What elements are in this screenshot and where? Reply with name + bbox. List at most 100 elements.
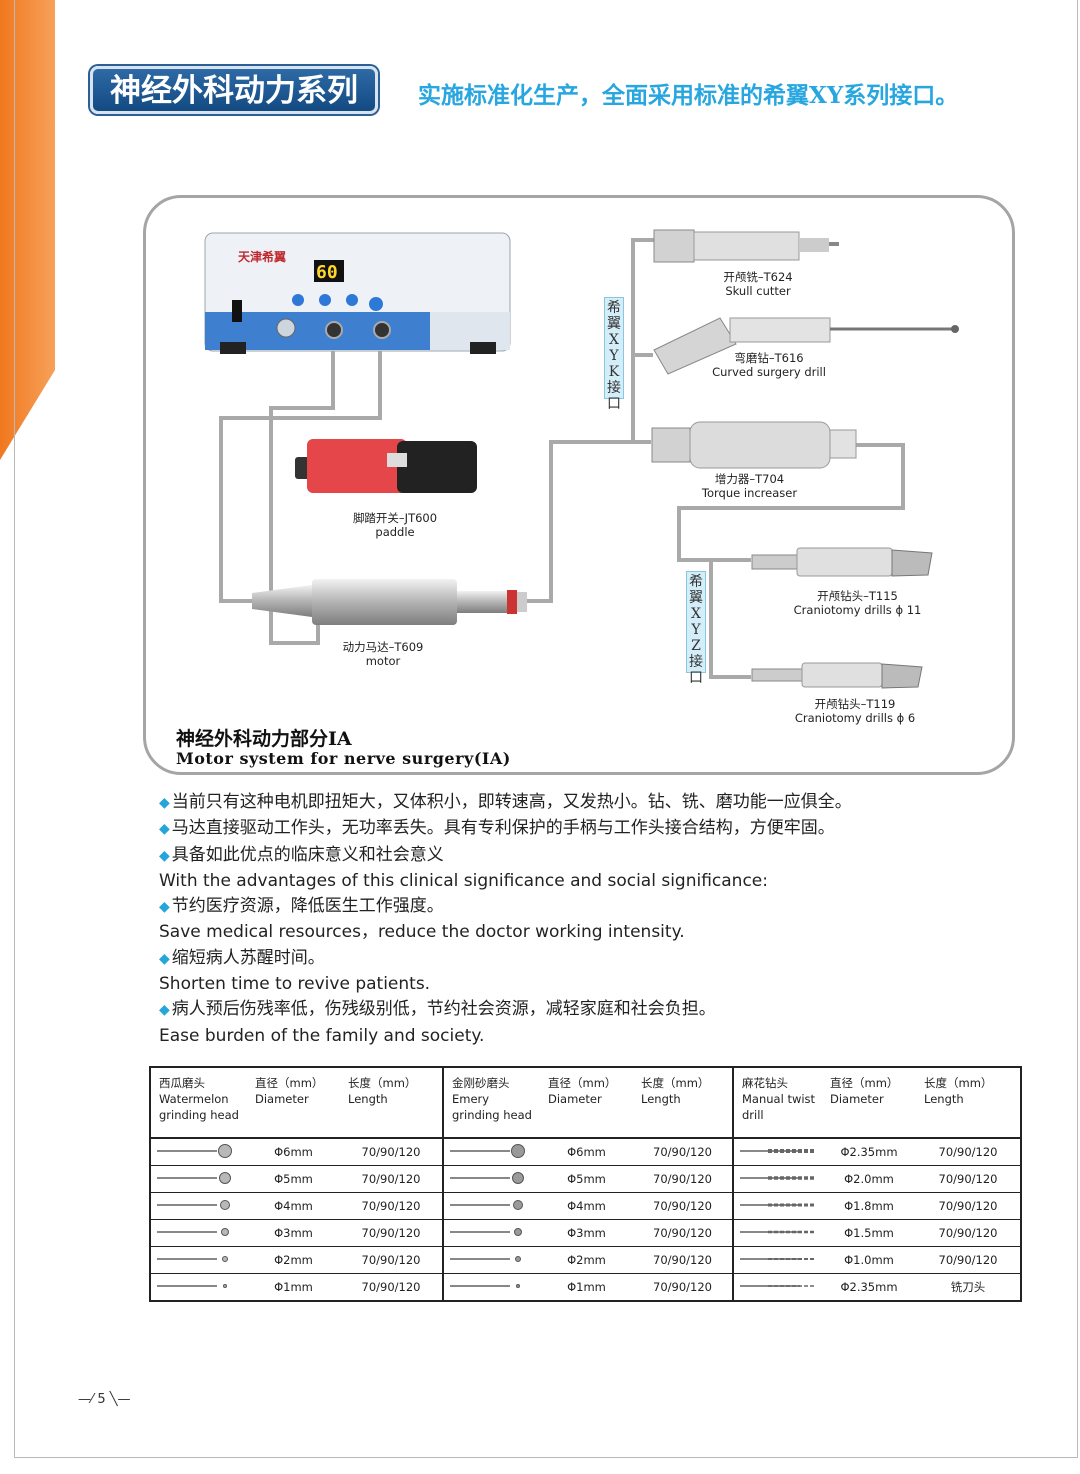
tool-image-cell xyxy=(149,1165,247,1193)
diameter-cell: Φ1mm xyxy=(540,1273,633,1302)
length-cell: 70/90/120 xyxy=(633,1246,733,1274)
length-cell: 70/90/120 xyxy=(633,1137,733,1166)
orange-side-stripe xyxy=(0,0,55,460)
feature-line: Shorten time to revive patients. xyxy=(159,974,431,995)
length-cell: 70/90/120 xyxy=(633,1273,733,1302)
melon-tool-icon xyxy=(157,1171,231,1184)
craniotomy-drill-t119 xyxy=(751,662,923,689)
feature-line: ◆马达直接驱动工作头，无功率丢失。具有专利保护的手柄与工作头接合结构，方便牢固。 xyxy=(159,818,835,839)
tool-image-cell xyxy=(442,1273,540,1302)
diamond-bullet-icon: ◆ xyxy=(159,950,170,967)
diameter-cell: Φ6mm xyxy=(540,1137,633,1166)
tool-image-cell xyxy=(149,1273,247,1302)
diameter-cell: Φ2.35mm xyxy=(822,1137,916,1166)
twist-tool-icon xyxy=(740,1230,816,1233)
diameter-cell: Φ3mm xyxy=(247,1219,340,1247)
col-head-diameter: 直径（mm）Diameter xyxy=(822,1066,916,1139)
diamond-bullet-icon: ◆ xyxy=(159,899,170,916)
col-head-diameter: 直径（mm）Diameter xyxy=(540,1066,633,1139)
twist-tool-icon xyxy=(740,1148,816,1153)
emery-tool-icon xyxy=(450,1171,524,1184)
twist-tool-icon xyxy=(740,1203,816,1206)
torque-increaser xyxy=(651,421,857,469)
length-cell: 70/90/120 xyxy=(916,1219,1022,1247)
diameter-cell: Φ4mm xyxy=(540,1192,633,1220)
tool-image-cell xyxy=(149,1219,247,1247)
diameter-cell: Φ5mm xyxy=(247,1165,340,1193)
tool-image-cell xyxy=(442,1219,540,1247)
console-brand: 天津希翼 xyxy=(238,250,287,264)
feature-line: ◆当前只有这种电机即扭矩大，又体积小，即转速高，又发热小。钻、铣、磨功能一应俱全… xyxy=(159,792,852,812)
melon-tool-icon xyxy=(157,1227,229,1236)
motor-handpiece xyxy=(252,579,527,625)
tool-image-cell xyxy=(732,1219,822,1247)
diameter-cell: Φ2.35mm xyxy=(822,1273,916,1302)
col-head-length: 长度（mm）Length xyxy=(340,1066,443,1139)
tool-image-cell xyxy=(732,1137,822,1166)
twist-tool-icon xyxy=(740,1284,816,1287)
diameter-cell: Φ2mm xyxy=(247,1246,340,1274)
emery-tool-icon xyxy=(450,1283,520,1288)
section-title-cn: 神经外科动力部分IA xyxy=(176,728,352,750)
diameter-cell: Φ2mm xyxy=(540,1246,633,1274)
col-head-diameter: 直径（mm）Diameter xyxy=(247,1066,340,1139)
curved-drill-handpiece xyxy=(653,317,959,375)
tool-image-cell xyxy=(442,1137,540,1166)
section-title-en: Motor system for nerve surgery(IA) xyxy=(176,749,511,768)
length-cell: 70/90/120 xyxy=(633,1219,733,1247)
feature-line: ◆缩短病人苏醒时间。 xyxy=(159,947,325,968)
skull-cutter-handpiece xyxy=(653,229,839,263)
melon-tool-icon xyxy=(157,1199,230,1210)
emery-tool-icon xyxy=(450,1255,521,1262)
length-cell: 70/90/120 xyxy=(916,1165,1022,1193)
tool-image-cell xyxy=(149,1192,247,1220)
tool-image-cell xyxy=(442,1165,540,1193)
diameter-cell: Φ1.0mm xyxy=(822,1246,916,1274)
length-cell: 70/90/120 xyxy=(340,1165,443,1193)
length-cell: 70/90/120 xyxy=(916,1192,1022,1220)
feature-list: ◆当前只有这种电机即扭矩大，又体积小，即转速高，又发热小。钻、铣、磨功能一应俱全… xyxy=(159,790,1039,1049)
length-cell: 70/90/120 xyxy=(340,1246,443,1274)
diameter-cell: Φ1.5mm xyxy=(822,1219,916,1247)
length-cell: 70/90/120 xyxy=(340,1219,443,1247)
diamond-bullet-icon: ◆ xyxy=(159,821,170,838)
twist-tool-icon xyxy=(740,1175,816,1180)
emery-tool-icon xyxy=(450,1143,525,1158)
product-diagram-panel xyxy=(143,195,1015,775)
length-cell: 70/90/120 xyxy=(633,1192,733,1220)
col-head-length: 长度（mm）Length xyxy=(633,1066,733,1139)
length-cell: 70/90/120 xyxy=(340,1192,443,1220)
foot-pedal xyxy=(295,439,477,493)
feature-line: ◆病人预后伤残率低，伤残级别低，节约社会资源，减轻家庭和社会负担。 xyxy=(159,999,716,1020)
interface-label-xyk: 希翼XYK接口 xyxy=(604,297,624,412)
emery-tool-icon xyxy=(450,1199,523,1210)
diameter-cell: Φ6mm xyxy=(247,1137,340,1166)
diamond-bullet-icon: ◆ xyxy=(159,1002,170,1019)
diameter-cell: Φ4mm xyxy=(247,1192,340,1220)
page-number: —⁄ 5 ╲— xyxy=(78,1392,131,1407)
melon-tool-icon xyxy=(157,1143,232,1158)
col-head-length: 长度（mm）Length xyxy=(916,1066,1022,1139)
control-console xyxy=(204,232,511,354)
console-display: 60 xyxy=(316,262,338,283)
page-title: 神经外科动力系列 xyxy=(90,66,378,114)
diameter-cell: Φ1mm xyxy=(247,1273,340,1302)
length-cell: 70/90/120 xyxy=(916,1137,1022,1166)
craniotomy-drill-t115 xyxy=(751,547,933,577)
feature-line: With the advantages of this clinical sig… xyxy=(159,870,768,891)
diamond-bullet-icon: ◆ xyxy=(159,847,170,864)
